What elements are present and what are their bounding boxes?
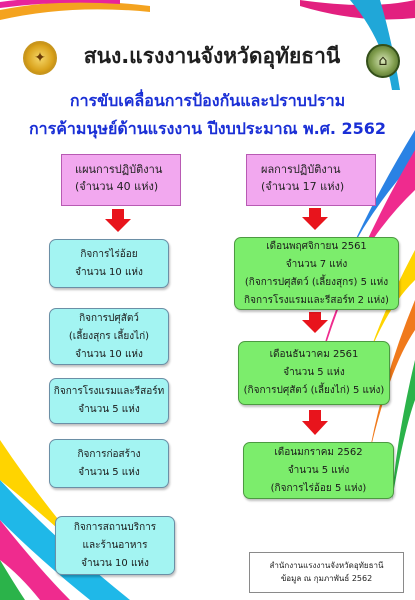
plan-box-line: จำนวน 5 แห่ง (78, 404, 140, 415)
plan-box-service-restaurant: กิจการสถานบริการ และร้านอาหาร จำนวน 10 แ… (55, 516, 175, 575)
plan-heading-label: แผนการปฏิบัติงาน (75, 163, 163, 176)
plan-heading-count: (จำนวน 40 แห่ง) (75, 180, 159, 193)
plan-heading: แผนการปฏิบัติงาน (จำนวน 40 แห่ง) (61, 154, 181, 206)
result-box-line: (กิจการปศุสัตว์ (เลี้ยงไก่) 5 แห่ง) (243, 385, 385, 396)
result-box-line: (กิจการไร่อ้อย 5 แห่ง) (270, 482, 367, 494)
credit-office: สำนักงานแรงงานจังหวัดอุทัยธานี (269, 561, 384, 570)
result-box-line: จำนวน 5 แห่ง (287, 464, 350, 476)
plan-box-line: กิจการไร่อ้อย (80, 248, 138, 260)
pink-swoosh-bottom-shape (0, 520, 70, 600)
plan-box-line: กิจการปศุสัตว์ (79, 312, 139, 324)
plan-box-sugarcane: กิจการไร่อ้อย จำนวน 10 แห่ง (49, 239, 169, 288)
plan-box-line: (เลี้ยงสุกร เลี้ยงไก่) (68, 330, 150, 342)
green-swoosh-shape (392, 360, 415, 500)
yellow-swoosh-shape (352, 250, 415, 410)
result-box-january: เดือนมกราคม 2562 จำนวน 5 แห่ง (กิจการไร่… (243, 442, 394, 499)
result-heading: ผลการปฏิบัติงาน (จำนวน 17 แห่ง) (246, 154, 376, 206)
plan-box-line: กิจการสถานบริการ (73, 521, 157, 533)
credit-date: ข้อมูล ณ กุมภาพันธ์ 2562 (280, 574, 373, 583)
plan-box-line: จำนวน 10 แห่ง (75, 348, 143, 360)
subtitle-line-2: การค้ามนุษย์ด้านแรงงาน ปีงบประมาณ พ.ศ. 2… (28, 119, 387, 138)
result-heading-label: ผลการปฏิบัติงาน (261, 163, 341, 176)
emblem-glyph: ✦ (34, 50, 46, 66)
seal-glyph: ⌂ (378, 53, 388, 69)
blue-swoosh-shape (330, 130, 415, 300)
down-arrow-icon (105, 209, 131, 232)
left-flow-arrows (105, 209, 131, 232)
green-swoosh-bottom-shape (0, 560, 25, 600)
plan-box-line: จำนวน 10 แห่ง (75, 266, 143, 278)
result-heading-count: (จำนวน 17 แห่ง) (261, 180, 345, 193)
down-arrow-icon (302, 208, 328, 230)
plan-box-line: จำนวน 5 แห่ง (78, 466, 140, 478)
down-arrow-icon (302, 312, 328, 333)
plan-box-line: กิจการโรงแรมและรีสอร์ท (53, 386, 165, 397)
plan-box-line: จำนวน 10 แห่ง (81, 557, 149, 569)
result-box-line: จำนวน 7 แห่ง (285, 258, 348, 270)
result-box-line: (กิจการปศุสัตว์ (เลี้ยงสุกร) 5 แห่ง (244, 276, 389, 288)
result-box-november: เดือนพฤศจิกายน 2561 จำนวน 7 แห่ง (กิจการ… (234, 237, 399, 310)
result-box-line: เดือนมกราคม 2562 (274, 446, 363, 458)
orange-streak-shape (0, 1, 150, 20)
result-box-line: เดือนธันวาคม 2561 (269, 349, 359, 360)
orange-swoosh-shape (368, 300, 415, 460)
magenta-swoosh-shape (318, 150, 415, 370)
page-title: สนง.แรงงานจังหวัดอุทัยธานี (83, 44, 341, 68)
plan-box-hotel-resort: กิจการโรงแรมและรีสอร์ท จำนวน 5 แห่ง (49, 378, 169, 424)
plan-box-line: และร้านอาหาร (82, 539, 148, 551)
plan-box-construction: กิจการก่อสร้าง จำนวน 5 แห่ง (49, 439, 169, 488)
right-flow-arrows (302, 208, 328, 435)
result-box-line: จำนวน 5 แห่ง (283, 367, 345, 378)
source-credit: สำนักงานแรงงานจังหวัดอุทัยธานี ข้อมูล ณ … (249, 552, 404, 593)
plan-box-line: กิจการก่อสร้าง (77, 448, 141, 460)
result-box-line: เดือนพฤศจิกายน 2561 (266, 240, 367, 252)
uthai-thani-province-seal-icon: ⌂ (366, 44, 400, 78)
pink-streak-shape (0, 0, 120, 8)
magenta-streak-shape (300, 0, 415, 20)
plan-box-livestock: กิจการปศุสัตว์ (เลี้ยงสุกร เลี้ยงไก่) จำ… (49, 308, 169, 365)
cyan-swoosh-shape (0, 480, 130, 600)
result-box-line: กิจการโรงแรมและรีสอร์ท 2 แห่ง) (244, 294, 389, 306)
down-arrow-icon (302, 410, 328, 435)
result-box-december: เดือนธันวาคม 2561 จำนวน 5 แห่ง (กิจการปศ… (238, 341, 390, 405)
ministry-of-labour-emblem-icon: ✦ (23, 41, 57, 75)
subtitle-line-1: การขับเคลื่อนการป้องกันและปราบปราม (69, 91, 346, 110)
